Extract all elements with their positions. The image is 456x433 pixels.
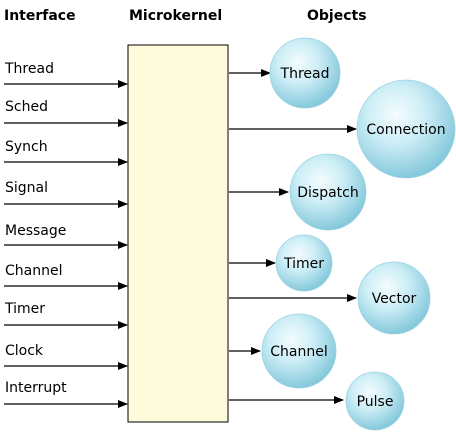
interface-label-clock: Clock (5, 343, 44, 359)
object-sphere-pulse (345, 371, 405, 431)
object-label-vector: Vector (372, 291, 417, 307)
object-sphere-vector (357, 261, 431, 335)
object-sphere-timer (275, 234, 333, 292)
object-sphere-thread (269, 37, 341, 109)
interface-label-synch: Synch (5, 139, 48, 155)
microkernel-box (127, 44, 229, 423)
object-sphere-channel (261, 313, 337, 389)
object-list: Thread Connection Dispatch Timer Vector … (229, 37, 456, 431)
header-microkernel: Microkernel (129, 8, 222, 24)
object-sphere-connection (356, 79, 456, 179)
interface-label-message: Message (5, 223, 66, 239)
object-sphere-dispatch (289, 153, 367, 231)
object-label-timer: Timer (283, 256, 324, 272)
interface-label-thread: Thread (4, 61, 54, 77)
interface-label-sched: Sched (5, 99, 48, 115)
object-label-channel: Channel (270, 344, 327, 360)
header-interface: Interface (4, 8, 76, 24)
object-label-dispatch: Dispatch (297, 185, 359, 201)
interface-label-channel: Channel (5, 263, 62, 279)
interface-label-signal: Signal (5, 180, 48, 196)
interface-list: Thread Sched Synch Signal Message Channe… (4, 61, 128, 408)
object-label-connection: Connection (366, 122, 445, 138)
header-objects: Objects (307, 8, 367, 24)
interface-label-interrupt: Interrupt (5, 380, 67, 396)
object-label-thread: Thread (280, 66, 330, 82)
interface-label-timer: Timer (4, 301, 45, 317)
object-label-pulse: Pulse (357, 394, 394, 410)
